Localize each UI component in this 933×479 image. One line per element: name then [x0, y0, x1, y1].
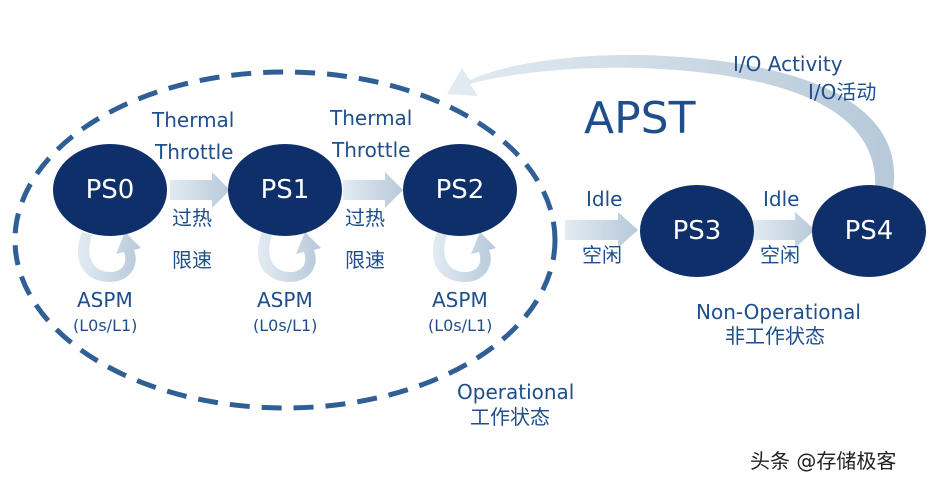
aspm-loop-ps0: [77, 232, 141, 282]
io-activity-label: I/O Activity: [733, 52, 843, 76]
watermark: 头条 @存储极客: [750, 449, 897, 473]
operational-zh-label: 工作状态: [470, 405, 550, 429]
operational-boundary: [12, 69, 558, 411]
ps4-label: PS4: [844, 216, 894, 246]
idle-label-2: Idle: [763, 187, 800, 211]
thermal-label-1: Thermal: [152, 108, 235, 132]
idle-label-1: Idle: [586, 187, 623, 211]
diagram-title: APST: [584, 93, 696, 144]
throttle-label-2: Throttle: [332, 138, 411, 162]
arrow-ps2-ps3: [565, 212, 638, 248]
aspm-sub-ps2: (L0s/L1): [428, 316, 493, 335]
idle-zh-label-1: 空闲: [582, 243, 622, 267]
node-ps3: [640, 185, 754, 277]
arrow-ps0-ps1: [170, 172, 230, 208]
non-operational-zh-label: 非工作状态: [725, 324, 825, 348]
idle-zh-label-2: 空闲: [760, 243, 800, 267]
aspm-loop-ps2: [432, 232, 496, 282]
arrow-ps1-ps2: [343, 172, 403, 208]
overheat-label-2: 过热: [345, 206, 385, 230]
ps3-label: PS3: [672, 216, 722, 246]
aspm-label-ps0: ASPM: [77, 288, 133, 312]
operational-label: Operational: [457, 380, 575, 404]
node-ps1: [228, 144, 342, 236]
ps2-label: PS2: [435, 175, 485, 205]
io-activity-zh-label: I/O活动: [808, 80, 877, 104]
overheat-label-1: 过热: [172, 206, 212, 230]
aspm-sub-ps1: (L0s/L1): [253, 316, 318, 335]
aspm-label-ps1: ASPM: [257, 288, 313, 312]
aspm-label-ps2: ASPM: [432, 288, 488, 312]
aspm-sub-ps0: (L0s/L1): [73, 316, 138, 335]
speedlimit-label-1: 限速: [172, 248, 212, 272]
node-ps0: [53, 144, 167, 236]
node-ps2: [403, 144, 517, 236]
node-ps4: [812, 185, 926, 277]
thermal-label-2: Thermal: [330, 106, 413, 130]
aspm-loop-ps1: [257, 232, 321, 282]
ps0-label: PS0: [85, 175, 135, 205]
speedlimit-label-2: 限速: [345, 248, 385, 272]
arrow-ps3-ps4: [753, 212, 815, 248]
ps1-label: PS1: [260, 175, 310, 205]
throttle-label-1: Throttle: [155, 140, 234, 164]
non-operational-label: Non-Operational: [696, 300, 861, 324]
